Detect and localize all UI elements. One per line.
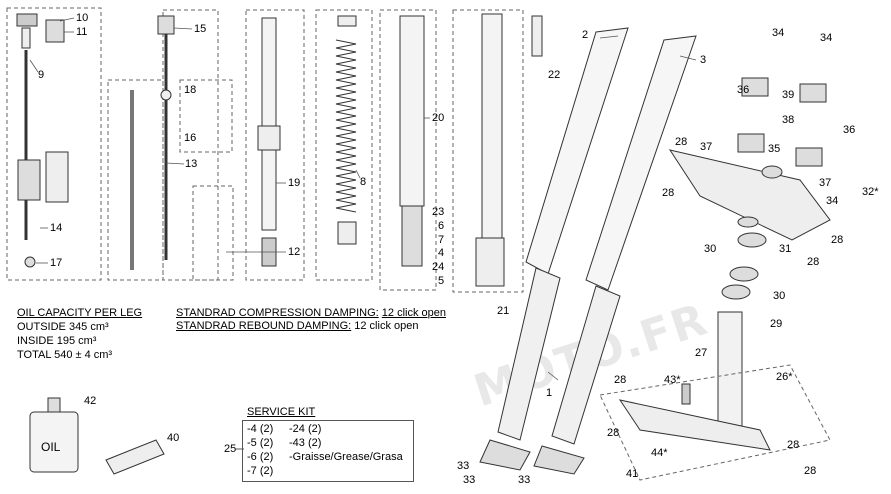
callout-24: 24 xyxy=(432,261,445,273)
callout-30a: 30 xyxy=(704,243,717,255)
oil-bottle-label: OIL xyxy=(41,440,61,454)
compression-value: 12 click open xyxy=(381,307,446,319)
service-kit-title: SERVICE KIT xyxy=(247,406,316,418)
callout-29: 29 xyxy=(770,318,783,330)
callout-36a: 36 xyxy=(737,84,750,96)
callout-15: 15 xyxy=(194,23,207,35)
oil-inside: INSIDE 195 cm³ xyxy=(17,335,97,347)
rebound-damping: STANDRAD REBOUND DAMPING: 12 click open xyxy=(176,320,418,333)
callout-25: 25 xyxy=(224,443,237,455)
callout-43: 43* xyxy=(664,374,681,386)
service-kit-box: -4 (2) -24 (2) -5 (2) -43 (2) -6 (2) -Gr… xyxy=(242,420,414,482)
callout-1: 1 xyxy=(546,387,553,399)
callout-6: 6 xyxy=(438,220,445,232)
callout-19: 19 xyxy=(288,177,301,189)
callout-23: 23 xyxy=(432,206,445,218)
oil-bottle xyxy=(29,397,79,473)
kit-item: -5 (2) xyxy=(247,437,274,449)
callout-38: 38 xyxy=(782,114,795,126)
callout-28d: 28 xyxy=(807,256,820,268)
callout-30b: 30 xyxy=(773,290,786,302)
callout-28g: 28 xyxy=(787,439,800,451)
callout-28h: 28 xyxy=(804,465,817,477)
callout-34c: 34 xyxy=(826,195,839,207)
callout-33a: 33 xyxy=(457,460,470,472)
callout-42: 42 xyxy=(84,395,97,407)
callout-44: 44* xyxy=(651,447,668,459)
tube-20 xyxy=(399,15,425,267)
callout-34a: 34 xyxy=(772,27,785,39)
kit-item: -6 (2) xyxy=(247,451,274,463)
callout-41: 41 xyxy=(626,468,639,480)
callout-27: 27 xyxy=(695,347,708,359)
callout-12: 12 xyxy=(288,246,301,258)
bottom-triple-clamp xyxy=(599,311,831,481)
callout-39: 39 xyxy=(782,89,795,101)
callout-14: 14 xyxy=(50,222,63,234)
callout-26: 26* xyxy=(776,371,793,383)
callout-18: 18 xyxy=(184,84,197,96)
callout-21: 21 xyxy=(497,305,510,317)
group-boxes xyxy=(6,7,524,293)
callout-11: 11 xyxy=(76,26,88,38)
callout-36b: 36 xyxy=(843,124,856,136)
callout-9: 9 xyxy=(38,69,45,81)
callout-3: 3 xyxy=(700,54,707,66)
callout-4: 4 xyxy=(438,247,445,259)
leader-lines xyxy=(29,17,697,381)
top-triple-clamp xyxy=(668,77,831,300)
callout-2: 2 xyxy=(582,29,589,41)
kit-item: -Graisse/Grease/Grasa xyxy=(289,451,403,463)
oil-total: TOTAL 540 ± 4 cm³ xyxy=(17,349,113,361)
tube-19 xyxy=(257,17,281,267)
tube-21 xyxy=(475,13,543,287)
callout-37a: 37 xyxy=(700,141,713,153)
callout-16: 16 xyxy=(184,132,197,144)
callout-33c: 33 xyxy=(518,474,531,486)
callout-22: 22 xyxy=(548,69,561,81)
spring-8 xyxy=(335,15,357,245)
grease-tube xyxy=(105,439,165,475)
callout-7: 7 xyxy=(438,234,445,246)
callout-5: 5 xyxy=(438,275,445,287)
callout-13: 13 xyxy=(185,158,198,170)
fork-leg-right xyxy=(533,35,697,475)
callout-31: 31 xyxy=(779,243,792,255)
callout-33b: 33 xyxy=(463,474,476,486)
callout-10: 10 xyxy=(76,12,89,24)
kit-item: -4 (2) xyxy=(247,423,274,435)
callout-32: 32* xyxy=(862,186,879,198)
callout-28c: 28 xyxy=(831,234,844,246)
rebound-value: 12 click open xyxy=(354,320,419,332)
oil-outside: OUTSIDE 345 cm³ xyxy=(17,321,109,333)
oil-capacity-title: OIL CAPACITY PER LEG xyxy=(17,307,143,319)
callout-17: 17 xyxy=(50,257,63,269)
compression-damping: STANDRAD COMPRESSION DAMPING: 12 click o… xyxy=(176,307,446,320)
kit-item: -24 (2) xyxy=(289,423,322,435)
callout-37b: 37 xyxy=(819,177,832,189)
cartridge-left xyxy=(16,13,69,268)
kit-item: -7 (2) xyxy=(247,465,274,477)
rebound-label: STANDRAD REBOUND DAMPING: xyxy=(176,320,352,332)
callout-28b: 28 xyxy=(662,187,675,199)
callout-8: 8 xyxy=(360,176,367,188)
callout-28e: 28 xyxy=(614,374,627,386)
callout-34b: 34 xyxy=(820,32,833,44)
compression-label: STANDRAD COMPRESSION DAMPING: xyxy=(176,307,379,319)
kit-item: -43 (2) xyxy=(289,437,322,449)
callout-28f: 28 xyxy=(607,427,620,439)
rod-13 xyxy=(130,15,175,270)
fork-leg-left xyxy=(479,27,629,471)
kit-leader xyxy=(236,448,244,450)
callout-35: 35 xyxy=(768,143,781,155)
callout-20: 20 xyxy=(432,112,445,124)
callout-28a: 28 xyxy=(675,136,688,148)
callout-40: 40 xyxy=(167,432,180,444)
